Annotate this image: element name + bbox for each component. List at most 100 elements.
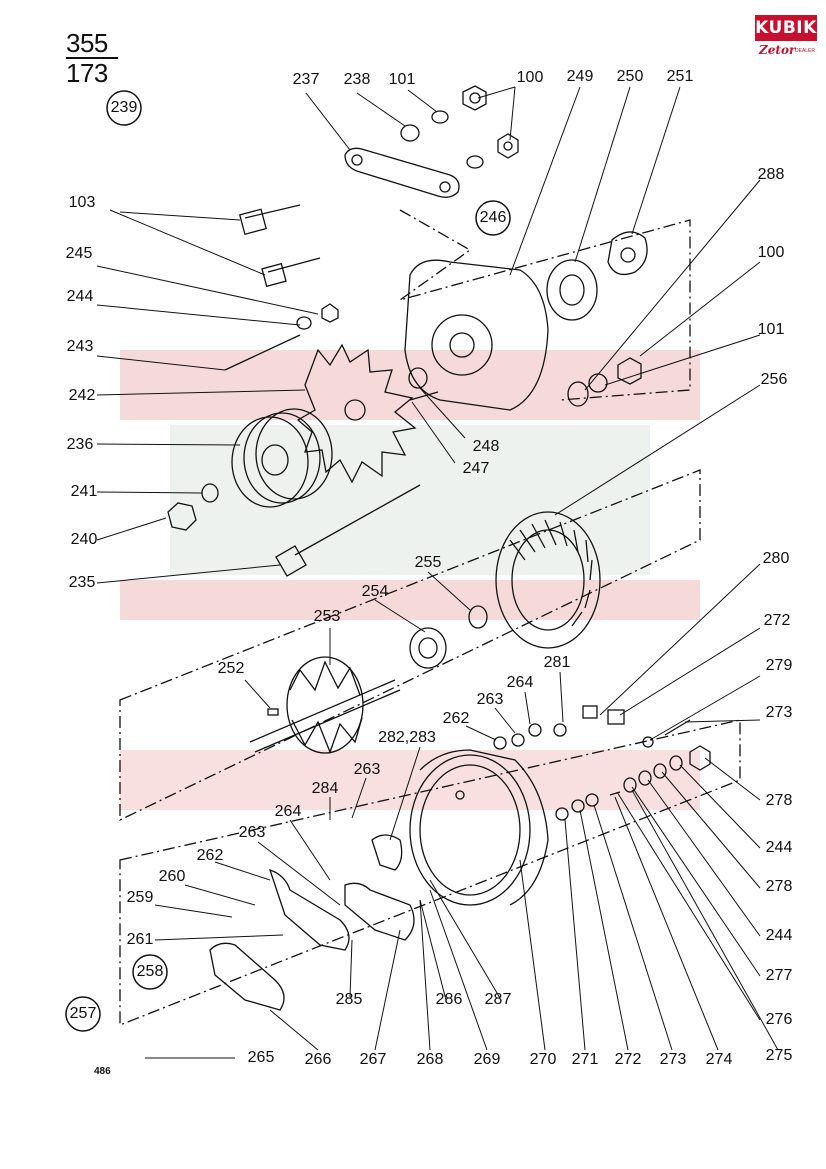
page-number-rule xyxy=(66,57,118,59)
logo-dealer: DEALER xyxy=(795,48,816,54)
part-label-254: 254 xyxy=(361,583,389,600)
washer-238 xyxy=(400,124,420,142)
terminal-280 xyxy=(582,705,598,719)
nut-100a xyxy=(462,85,487,111)
plate-268 xyxy=(344,882,415,941)
part-label-244: 244 xyxy=(765,927,793,944)
assembly-circle-257 xyxy=(65,996,101,1032)
part-label-288: 288 xyxy=(757,166,785,183)
part-label-262: 262 xyxy=(196,847,224,864)
part-label-261: 261 xyxy=(126,931,154,948)
nut-245 xyxy=(321,303,339,323)
fan-242 xyxy=(296,343,417,484)
diode-plate-261 xyxy=(268,868,350,951)
part-label-277: 277 xyxy=(765,967,793,984)
stator-256 xyxy=(495,511,601,649)
part-label-270: 270 xyxy=(529,1051,557,1068)
bolt-103a xyxy=(244,204,301,219)
part-label-253: 253 xyxy=(313,608,341,625)
part-label-274: 274 xyxy=(705,1051,733,1068)
bolt-243 xyxy=(224,334,301,371)
bearing-250 xyxy=(546,259,598,321)
washer-244 xyxy=(296,316,312,330)
assembly-label-246: 246 xyxy=(479,209,507,226)
part-label-273: 273 xyxy=(659,1051,687,1068)
assembly-label-239: 239 xyxy=(110,99,138,116)
part-label-272: 272 xyxy=(614,1051,642,1068)
washer-101b xyxy=(466,155,484,169)
kubik-zetor-logo: KUBIK Zetor DEALER xyxy=(755,15,817,67)
part-label-281: 281 xyxy=(543,654,571,671)
part-label-264: 264 xyxy=(506,674,534,691)
part-label-280: 280 xyxy=(762,550,790,567)
washer-277 xyxy=(653,763,667,779)
page-number-top: 355 xyxy=(66,28,108,58)
part-label-260: 260 xyxy=(158,868,186,885)
part-label-244: 244 xyxy=(66,288,94,305)
part-label-235: 235 xyxy=(68,574,96,591)
assembly-circle-239 xyxy=(106,90,142,126)
nut-278 xyxy=(689,745,711,771)
rear-housing-270 xyxy=(409,754,531,906)
part-label-101: 101 xyxy=(388,71,416,88)
pulley-236 xyxy=(231,416,309,508)
part-label-255: 255 xyxy=(414,554,442,571)
part-label-244: 244 xyxy=(765,839,793,856)
plate-251 xyxy=(607,231,648,276)
part-label-256: 256 xyxy=(760,371,788,388)
part-label-241: 241 xyxy=(70,483,98,500)
nut-100b xyxy=(497,133,519,159)
part-label-284: 284 xyxy=(311,780,339,797)
front-housing-249 xyxy=(404,259,549,411)
part-label-237: 237 xyxy=(292,71,320,88)
assembly-circle-258 xyxy=(132,954,168,990)
washer-101c xyxy=(588,373,608,393)
washer-244b xyxy=(669,755,683,771)
assembly-label-258: 258 xyxy=(136,963,164,980)
part-label-278: 278 xyxy=(765,878,793,895)
part-label-271: 271 xyxy=(571,1051,599,1068)
bolt-235 xyxy=(294,484,421,556)
regulator-282 xyxy=(371,834,403,871)
washer-276 xyxy=(638,770,652,786)
part-label-100: 100 xyxy=(757,244,785,261)
washer-273 xyxy=(585,793,599,807)
part-label-287: 287 xyxy=(484,991,512,1008)
part-label-264: 264 xyxy=(274,803,302,820)
part-label-100: 100 xyxy=(516,69,544,86)
washer-272 xyxy=(571,799,585,813)
part-label-285: 285 xyxy=(335,991,363,1008)
bracket-237 xyxy=(344,147,460,198)
part-label-282-283: 282,283 xyxy=(378,729,436,746)
screw-272 xyxy=(664,719,691,736)
part-label-269: 269 xyxy=(473,1051,501,1068)
part-label-262: 262 xyxy=(442,710,470,727)
part-label-243: 243 xyxy=(66,338,94,355)
rotor-shaft-253 xyxy=(249,679,396,743)
part-label-263: 263 xyxy=(238,824,266,841)
spacer-248 xyxy=(408,367,428,389)
washer-263 xyxy=(511,733,525,747)
part-label-278: 278 xyxy=(765,792,793,809)
part-label-273: 273 xyxy=(765,704,793,721)
part-label-101: 101 xyxy=(757,321,785,338)
logo-kubik: KUBIK xyxy=(755,15,817,41)
washer-101a xyxy=(431,110,449,124)
bolt-103b xyxy=(267,257,321,273)
part-label-275: 275 xyxy=(765,1047,793,1064)
housing-frame-line xyxy=(399,209,691,401)
part-label-276: 276 xyxy=(765,1011,793,1028)
spacer-288 xyxy=(567,381,589,407)
rotor-frame-line xyxy=(119,469,701,822)
washer-275 xyxy=(623,777,637,793)
part-label-259: 259 xyxy=(126,889,154,906)
key-252 xyxy=(267,708,279,716)
part-label-286: 286 xyxy=(435,991,463,1008)
part-label-250: 250 xyxy=(616,68,644,85)
part-label-251: 251 xyxy=(666,68,694,85)
part-label-279: 279 xyxy=(765,657,793,674)
part-label-238: 238 xyxy=(343,71,371,88)
part-label-267: 267 xyxy=(359,1051,387,1068)
